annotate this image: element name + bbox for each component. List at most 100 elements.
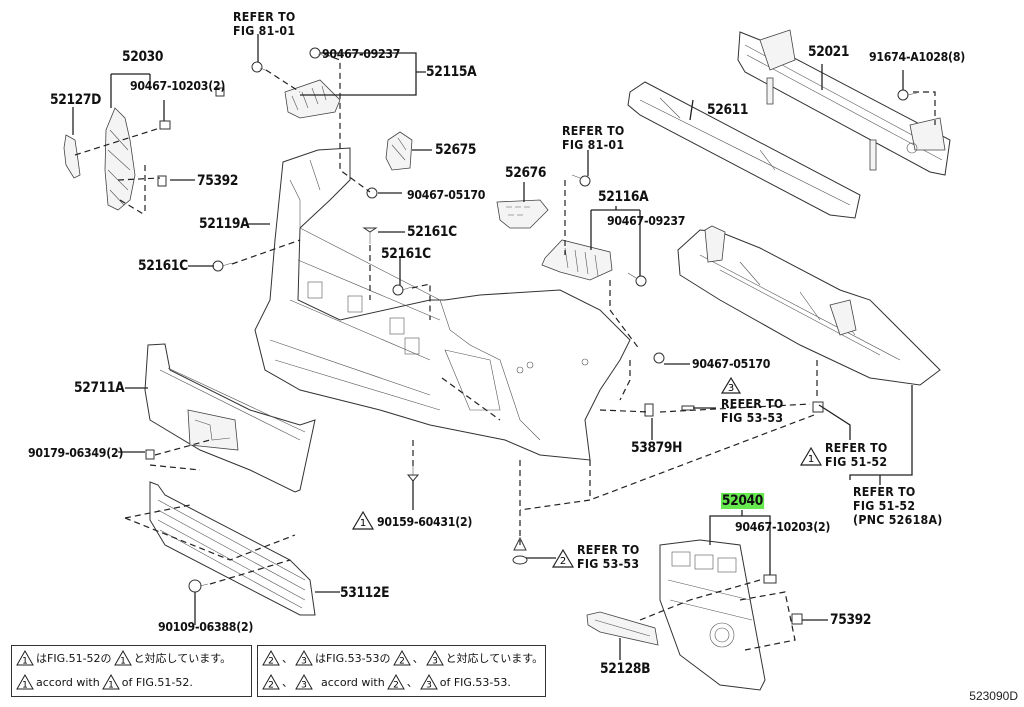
triangle-icon: 1	[101, 674, 120, 691]
note-sep: 、	[282, 652, 293, 665]
fasteners	[145, 47, 918, 625]
triangle-icon: 3	[419, 674, 438, 691]
refer-fig-81-01-right[interactable]: REFER TO FIG 81-01	[562, 124, 625, 152]
svg-text:1: 1	[120, 657, 126, 667]
refer-fig: FIG 53-53	[721, 411, 784, 425]
svg-text:1: 1	[360, 518, 366, 529]
part-label-52161C-lower[interactable]: 52161C	[381, 246, 431, 262]
part-label-52711A[interactable]: 52711A	[74, 380, 125, 396]
triangle-icon: 2	[392, 650, 411, 667]
svg-text:1: 1	[22, 681, 28, 691]
reinforcement-52021[interactable]	[737, 29, 951, 176]
part-label-52021[interactable]: 52021	[808, 44, 850, 60]
part-label-90467-09237-left[interactable]: 90467-09237	[322, 46, 401, 61]
svg-text:3: 3	[728, 383, 734, 394]
svg-text:1: 1	[108, 681, 114, 691]
part-label-52161C-left[interactable]: 52161C	[138, 258, 188, 274]
note-text: accord with	[36, 675, 100, 689]
svg-text:2: 2	[268, 681, 274, 691]
part-label-90467-10203-left[interactable]: 90467-10203(2)	[130, 78, 226, 93]
lower-panel-52711A[interactable]	[144, 343, 316, 493]
note-text: と対応しています。	[133, 652, 232, 665]
part-label-52676[interactable]: 52676	[505, 165, 547, 181]
part-label-90467-05170-right[interactable]: 90467-05170	[692, 356, 771, 371]
diagram-code: 523090D	[969, 689, 1018, 703]
triangle-icon: 2	[262, 674, 280, 690]
triangle-mark-3: 3	[720, 376, 742, 394]
part-label-90467-09237-right[interactable]: 90467-09237	[607, 213, 686, 228]
refer-fig-53-53-mark2[interactable]: REFER TO FIG 53-53	[577, 543, 640, 571]
leader-lines	[72, 34, 913, 660]
refer-fig: FIG 81-01	[233, 24, 296, 38]
note-2-jp: 2 、 3 はFIG.53-53の 2 、 3 と対応しています。	[262, 650, 543, 666]
bracket-52115A[interactable]	[284, 79, 341, 119]
lower-grille-53112E[interactable]	[149, 481, 316, 616]
svg-text:2: 2	[268, 657, 274, 667]
triangle-icon: 2	[386, 674, 405, 690]
svg-text:2: 2	[399, 657, 405, 667]
part-label-52161C-upper[interactable]: 52161C	[407, 224, 457, 240]
part-label-75392-left[interactable]: 75392	[197, 173, 239, 189]
refer-fig-81-01-left[interactable]: REFER TO FIG 81-01	[233, 10, 296, 38]
part-label-90159-60431[interactable]: 90159-60431(2)	[377, 514, 473, 529]
note-1-jp: 1 はFIG.51-52の 1 と対応しています。	[16, 650, 231, 666]
bracket-52116A[interactable]	[541, 239, 613, 281]
part-label-90109-06388[interactable]: 90109-06388(2)	[158, 619, 254, 634]
refer-line: REFER TO	[562, 124, 625, 138]
part-label-90467-10203-right[interactable]: 90467-10203(2)	[735, 519, 831, 534]
part-label-52675[interactable]: 52675	[435, 142, 477, 158]
bracket-52675[interactable]	[385, 131, 413, 171]
refer-fig: FIG 53-53	[577, 557, 640, 571]
highlight-52040: 52040	[721, 493, 764, 509]
note-1-en: 1 accord with 1 of FIG.51-52.	[16, 674, 193, 690]
part-label-90467-05170-left[interactable]: 90467-05170	[407, 187, 486, 202]
part-label-52128B[interactable]: 52128B	[600, 661, 651, 677]
triangle-icon: 1	[16, 650, 34, 666]
part-label-52127D[interactable]: 52127D	[50, 92, 101, 108]
part-label-75392-right[interactable]: 75392	[830, 612, 872, 628]
part-label-53879H[interactable]: 53879H	[631, 440, 683, 456]
refer-line: REFER TO	[853, 485, 916, 499]
assembly-lines	[74, 53, 936, 651]
triangle-mark-1-refer: 1	[799, 446, 823, 466]
grille-frame-52030[interactable]	[104, 107, 136, 211]
note-text: はFIG.51-52の	[36, 652, 112, 665]
triangle-mark-2: 2	[551, 548, 575, 568]
refer-fig: FIG 51-52	[825, 455, 888, 469]
part-label-90179-06349[interactable]: 90179-06349(2)	[28, 445, 124, 460]
triangle-icon: 2	[262, 650, 280, 666]
refer-fig-53-53-mark3[interactable]: REFER TO FIG 53-53	[721, 397, 784, 425]
cover-52127D[interactable]	[63, 134, 81, 179]
refer-fig-51-52-mark1[interactable]: REFER TO FIG 51-52	[825, 441, 888, 469]
undercover-52618A[interactable]	[677, 225, 941, 386]
part-label-52040[interactable]: 52040	[721, 493, 764, 509]
refer-fig: FIG 81-01	[562, 138, 625, 152]
part-label-52116A[interactable]: 52116A	[598, 189, 649, 205]
note-sep: 、	[282, 676, 293, 689]
svg-text:1: 1	[808, 454, 814, 465]
refer-line: REFER TO	[825, 441, 888, 455]
part-label-52115A[interactable]: 52115A	[426, 64, 477, 80]
part-label-52611[interactable]: 52611	[707, 102, 749, 118]
triangle-icon: 1	[16, 674, 34, 690]
note-text: はFIG.53-53の	[315, 652, 391, 665]
note-text: of FIG.51-52.	[121, 675, 193, 689]
triangle-mark-1-bolt: 1	[351, 510, 375, 530]
refer-line: REFER TO	[577, 543, 640, 557]
triangle-icon: 3	[425, 650, 444, 666]
part-label-53112E[interactable]: 53112E	[340, 585, 390, 601]
absorber-52611[interactable]	[627, 81, 861, 219]
fog-bezel-52040[interactable]	[659, 539, 766, 691]
refer-fig-51-52-pnc[interactable]: REFER TO FIG 51-52 (PNC 52618A)	[853, 485, 943, 527]
bumper-cover-52119A[interactable]	[254, 147, 631, 461]
part-label-52119A[interactable]: 52119A	[199, 216, 250, 232]
note-text: accord with	[321, 675, 385, 689]
part-label-91674-A1028[interactable]: 91674-A1028(8)	[869, 49, 965, 64]
bracket-52676[interactable]	[496, 199, 549, 229]
svg-text:3: 3	[426, 681, 432, 691]
note-text: of FIG.53-53.	[439, 675, 511, 689]
part-label-52030[interactable]: 52030	[122, 49, 164, 65]
moulding-52128B[interactable]	[586, 611, 659, 646]
refer-line: REFER TO	[233, 10, 296, 24]
